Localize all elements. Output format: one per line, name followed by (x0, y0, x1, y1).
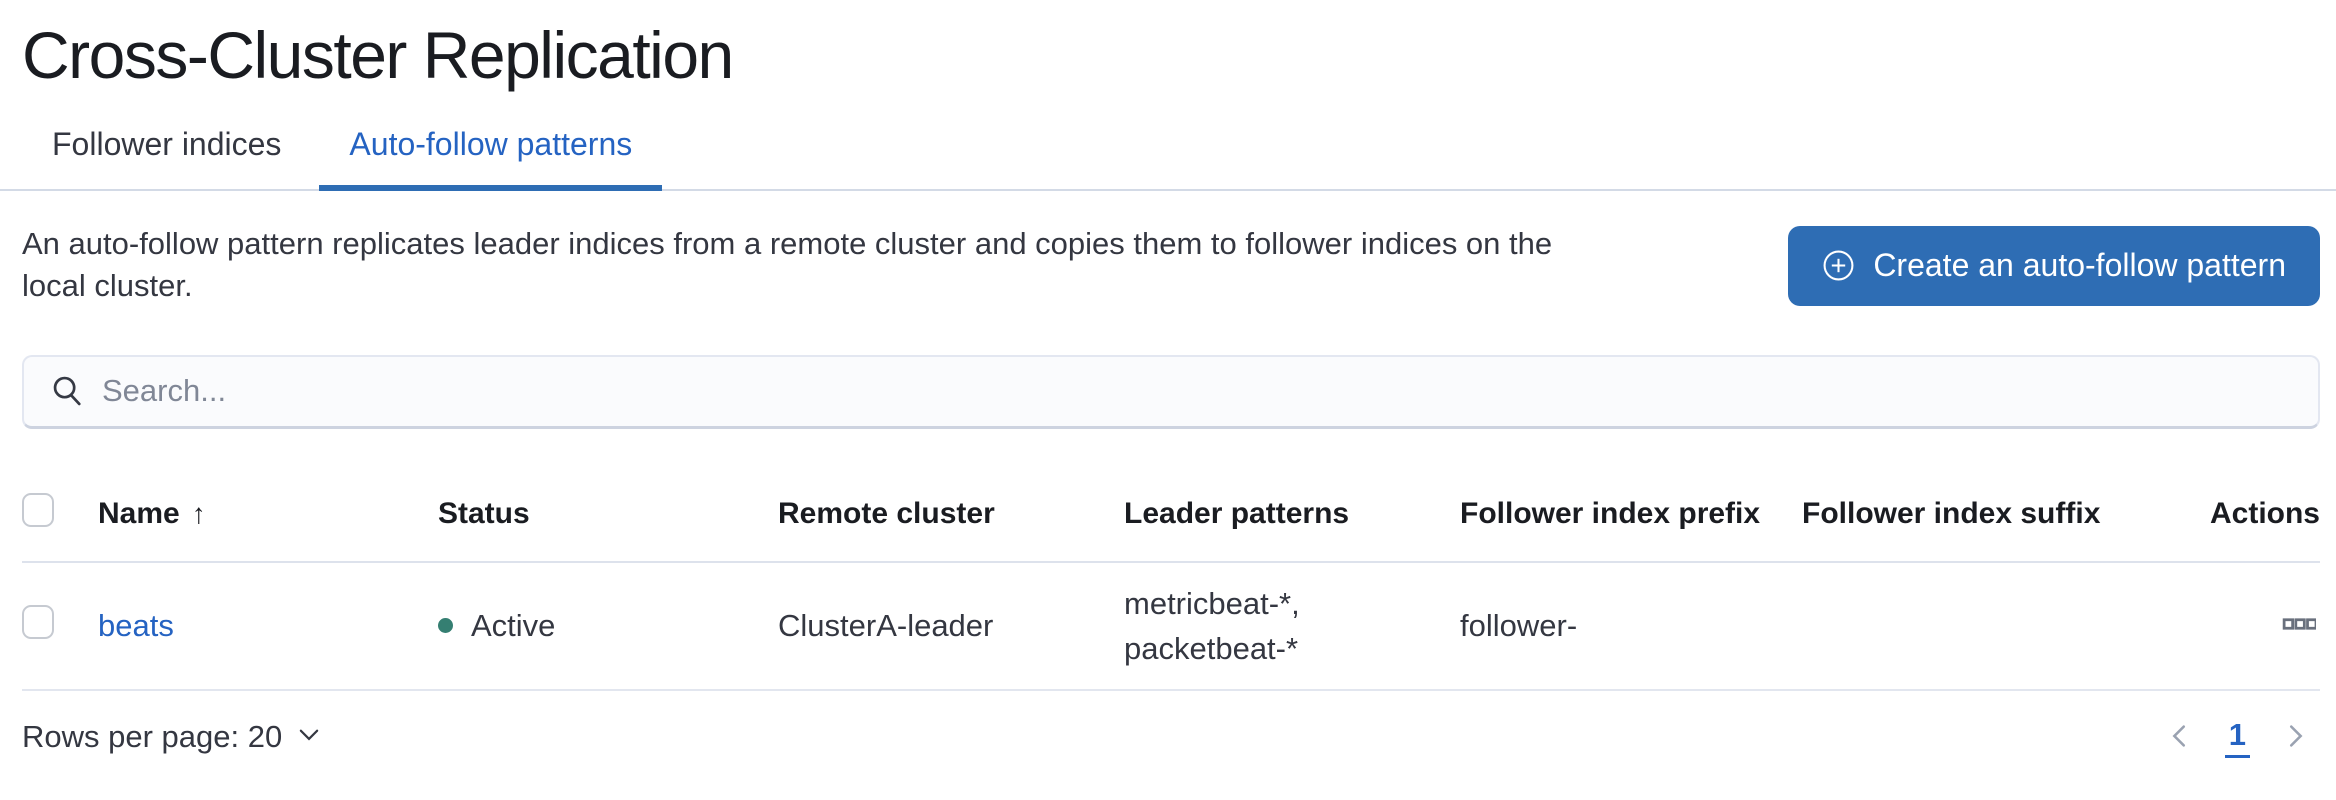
chevron-right-icon (2280, 721, 2310, 754)
status-badge: Active (438, 608, 778, 644)
column-header-follower-index-prefix: Follower index prefix (1460, 472, 1802, 563)
search-icon (24, 373, 102, 409)
row-actions-button[interactable] (2278, 603, 2320, 645)
create-button-label: Create an auto-follow pattern (1873, 247, 2286, 284)
plus-in-circle-icon (1822, 249, 1855, 282)
column-header-remote-cluster: Remote cluster (778, 472, 1124, 563)
tab-bar: Follower indices Auto-follow patterns (0, 125, 2336, 192)
previous-page-button[interactable] (2165, 721, 2195, 754)
table-row-beats: beats Active ClusterA-leader metricbeat-… (22, 561, 2320, 691)
remote-cluster-cell: ClusterA-leader (778, 561, 1124, 691)
sort-ascending-icon: ↑ (191, 497, 206, 529)
search-bar (22, 354, 2320, 429)
follower-index-prefix-cell: follower- (1460, 561, 1802, 691)
boxes-horizontal-icon (2282, 607, 2316, 641)
pagination: 1 (2165, 717, 2320, 758)
auto-follow-description: An auto-follow pattern replicates leader… (22, 225, 1553, 303)
select-all-checkbox[interactable] (22, 492, 54, 527)
page-title: Cross-Cluster Replication (22, 18, 734, 92)
leader-patterns-cell: metricbeat-*, packetbeat-* (1124, 585, 1300, 666)
pattern-name-link[interactable]: beats (98, 607, 174, 643)
column-header-leader-patterns: Leader patterns (1124, 472, 1460, 563)
status-active-dot-icon (438, 618, 453, 634)
search-input[interactable] (102, 356, 2318, 426)
column-header-name[interactable]: Name ↑ (98, 472, 438, 563)
chevron-down-icon (296, 719, 322, 755)
tab-follower-indices[interactable]: Follower indices (22, 125, 311, 189)
tab-auto-follow-patterns[interactable]: Auto-follow patterns (319, 125, 663, 192)
row-checkbox[interactable] (22, 604, 54, 639)
auto-follow-patterns-table: Name ↑ Status Remote cluster Leader patt… (22, 472, 2320, 691)
next-page-button[interactable] (2280, 721, 2310, 754)
cross-cluster-replication-page: Cross-Cluster Replication Follower indic… (0, 14, 2336, 758)
section-header: An auto-follow pattern replicates leader… (22, 223, 2320, 307)
column-header-follower-index-suffix: Follower index suffix (1802, 472, 2202, 563)
chevron-left-icon (2165, 721, 2195, 754)
column-header-actions: Actions (2202, 472, 2320, 563)
column-header-status: Status (438, 472, 778, 563)
status-label: Active (471, 607, 556, 643)
table-footer: Rows per page: 20 1 (22, 717, 2320, 758)
create-auto-follow-pattern-button[interactable]: Create an auto-follow pattern (1788, 225, 2320, 306)
rows-per-page-button[interactable]: Rows per page: 20 (22, 719, 322, 755)
table-header-row: Name ↑ Status Remote cluster Leader patt… (22, 472, 2320, 563)
follower-index-suffix-cell (1802, 561, 2202, 691)
page-1-link[interactable]: 1 (2224, 717, 2250, 758)
